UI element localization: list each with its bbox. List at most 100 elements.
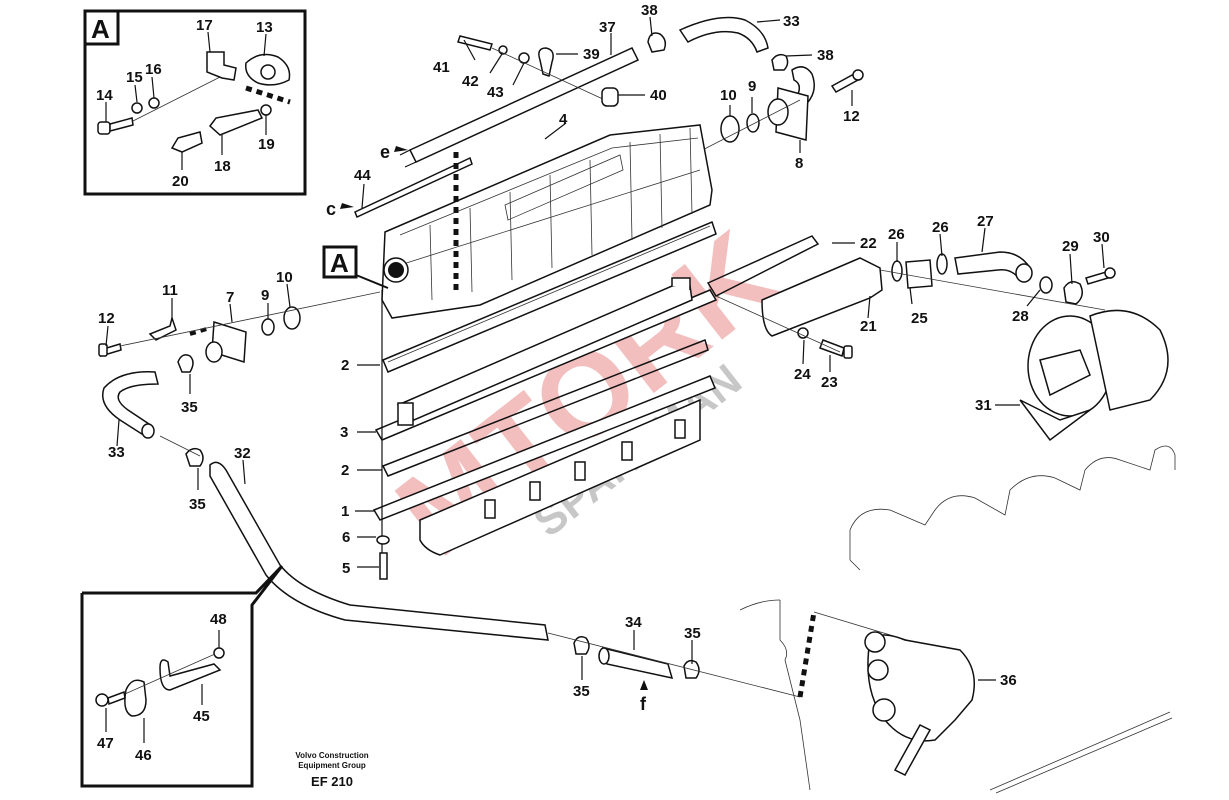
callout: 35: [573, 683, 590, 700]
left-connection: [98, 291, 381, 373]
callout: 12: [843, 108, 860, 125]
gasket-upper: [382, 220, 717, 373]
callout: 9: [261, 287, 269, 304]
engine-block-outline: [739, 445, 1176, 794]
callout: 6: [342, 529, 350, 546]
upper-pipe-assembly: [399, 16, 864, 183]
bracket-icon: [206, 51, 237, 81]
company-line-1: Volvo Construction: [295, 751, 369, 760]
intake-pipes: [879, 251, 1116, 311]
manifold-icon: [761, 257, 883, 337]
callout: 27: [977, 213, 994, 230]
washer-icon: [131, 102, 143, 114]
clamp-icon: [538, 47, 554, 77]
pipe-icon: [354, 156, 473, 219]
bolt-icon: [379, 552, 388, 580]
bushing-icon: [601, 87, 619, 107]
callout: 22: [860, 235, 877, 252]
callout: 40: [650, 87, 667, 104]
callout: 42: [462, 73, 479, 90]
callout: 5: [342, 560, 350, 577]
callout: 11: [162, 282, 178, 299]
bottom-hose-assembly: [547, 611, 941, 698]
housing-ports: [484, 419, 686, 519]
flow-marker-e: e: [380, 142, 390, 162]
arrow-icon: [340, 203, 354, 209]
cooler-insert: [374, 277, 718, 441]
o-ring-icon: [283, 306, 301, 330]
hose-clamp-icon: [647, 32, 667, 53]
callout: 9: [748, 78, 756, 95]
callout: 23: [821, 374, 838, 391]
detail-marker: A: [330, 248, 349, 278]
bolt-icon: [457, 35, 493, 51]
inset-frame: [83, 9, 307, 196]
callout: 48: [210, 611, 227, 628]
o-ring-icon: [746, 113, 760, 133]
v-clamp-icon: [1063, 281, 1083, 305]
pipe-icon: [408, 47, 640, 163]
callout: 47: [97, 735, 114, 752]
callout: 31: [975, 397, 992, 414]
washer-icon: [376, 535, 390, 545]
callout: 37: [599, 19, 616, 36]
callout: 16: [145, 61, 162, 78]
company-line-2: Equipment Group: [298, 761, 366, 770]
hose-icon: [601, 646, 674, 679]
exhaust-manifold: [706, 235, 883, 359]
inset-detail-a: A 13 14 15 16 17 18 19 20: [83, 9, 307, 196]
callout: 12: [98, 310, 115, 327]
callout: 2: [341, 357, 349, 374]
callout: 30: [1093, 229, 1110, 246]
callout: 38: [641, 2, 658, 19]
callout: 13: [256, 19, 273, 36]
water-pump: [864, 631, 975, 776]
gasket-lower: [381, 339, 709, 477]
hose-clamp-icon: [771, 53, 789, 71]
callout: 14: [96, 87, 113, 104]
hose-clamp-icon: [891, 260, 903, 282]
hose-clamp-icon: [177, 354, 194, 373]
callout: 24: [794, 366, 811, 383]
callout: 8: [795, 155, 803, 172]
callout: 4: [559, 111, 568, 128]
cooler-housing: [372, 375, 716, 556]
callout: 19: [258, 136, 275, 153]
o-ring-icon: [261, 318, 275, 336]
callout: 39: [583, 46, 600, 63]
callout: 25: [911, 310, 928, 327]
bracket-icon: [159, 659, 222, 691]
inset-label: A: [91, 14, 110, 44]
callout: 41: [433, 59, 450, 76]
callout: 10: [720, 87, 737, 104]
callout: 43: [487, 84, 504, 101]
callout: 32: [234, 445, 251, 462]
callout: 2: [341, 462, 349, 479]
callout: 18: [214, 158, 231, 175]
callout: 26: [888, 226, 905, 243]
cover-ribs: [399, 127, 701, 301]
hose-clamp-icon: [936, 253, 948, 275]
callout: 35: [684, 625, 701, 642]
flow-marker-f: f: [640, 694, 647, 714]
o-ring-icon: [1039, 276, 1053, 294]
callout: 28: [1012, 308, 1029, 325]
turbocharger: [1019, 309, 1169, 442]
arrow-icon: [394, 146, 408, 152]
callout: 36: [1000, 672, 1017, 689]
inset-label-box: [83, 9, 120, 46]
callout: 17: [196, 17, 213, 34]
callout: 29: [1062, 238, 1079, 255]
callout: 20: [172, 173, 189, 190]
sensor-icon: [208, 109, 264, 136]
hose-icon: [678, 16, 769, 53]
callout: 7: [226, 289, 234, 306]
left-hoses: [102, 371, 549, 641]
flow-marker-c: c: [326, 199, 336, 219]
washer-icon: [260, 104, 272, 116]
nut-icon: [213, 647, 225, 659]
callout: 44: [354, 167, 371, 184]
dashed-guide-line: [245, 85, 291, 105]
inset-detail-bracket: [80, 564, 284, 788]
